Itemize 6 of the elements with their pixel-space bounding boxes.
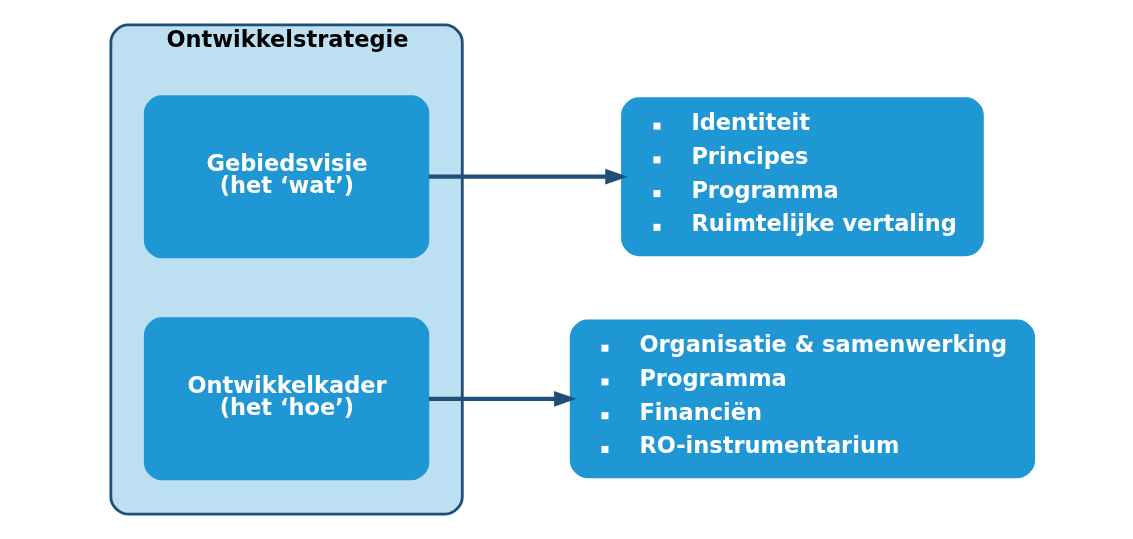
node-box: Identiteit Principes Programma Ruimtelijke vertaling bbox=[620, 97, 984, 257]
arrow bbox=[428, 390, 577, 407]
node-box: Gebiedsvisie (het ‘wat’) bbox=[143, 95, 429, 259]
arrow bbox=[428, 168, 628, 185]
node-box: Organisatie & samenwerking Programma Financiën RO-instrumentarium bbox=[569, 319, 1035, 479]
node-box: Ontwikkelkader (het ‘hoe’) bbox=[143, 317, 429, 481]
